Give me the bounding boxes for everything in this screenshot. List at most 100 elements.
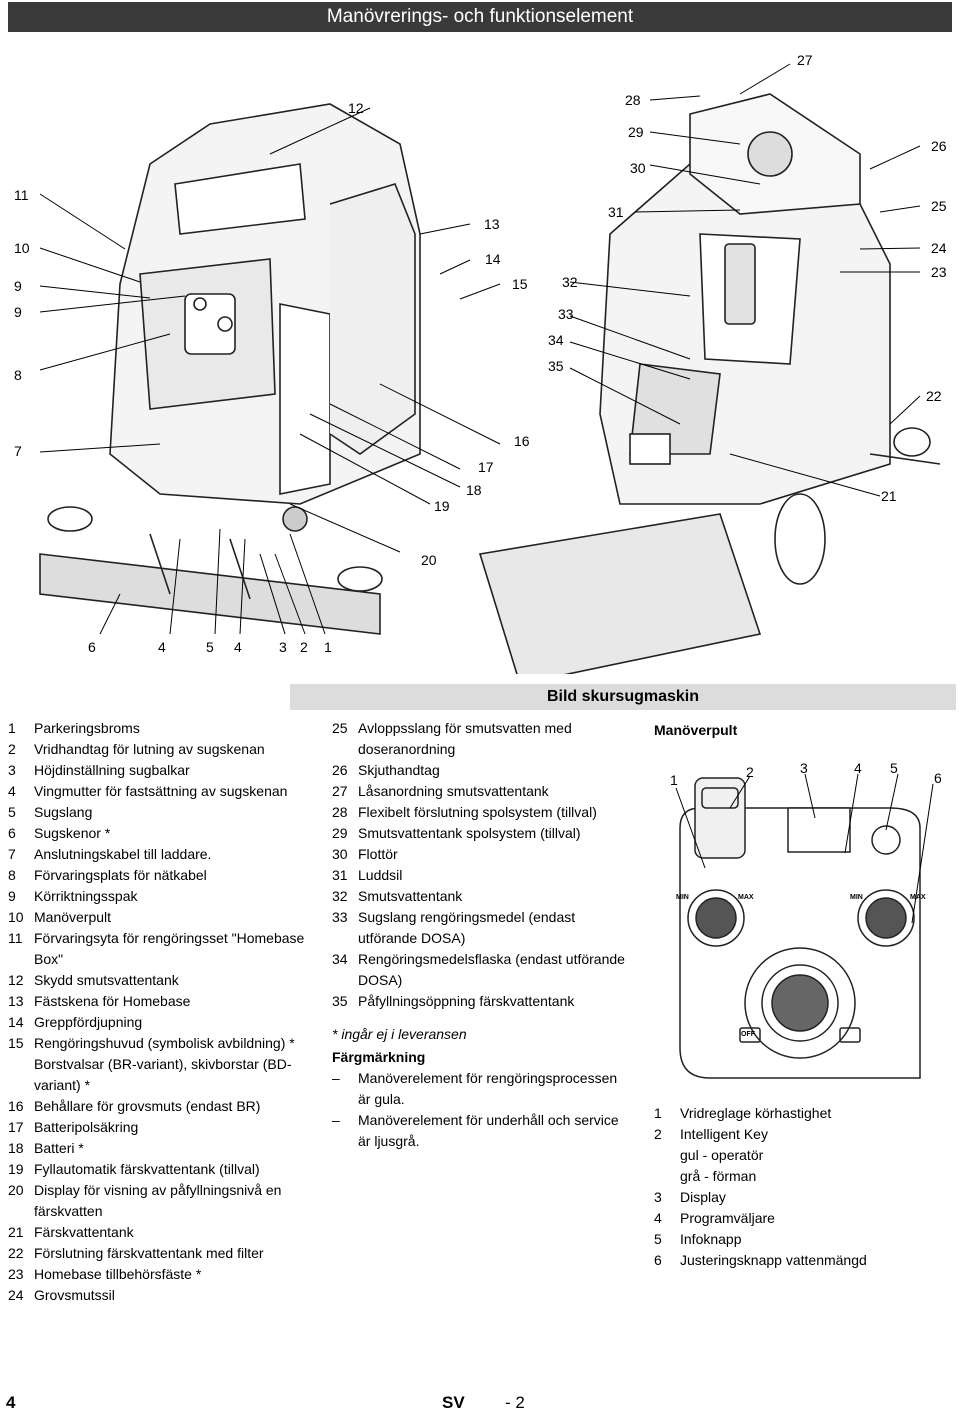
label-14: 14 <box>485 251 501 267</box>
legend-number: 34 <box>332 951 348 967</box>
label-29: 29 <box>628 124 644 140</box>
legend-text: Förvaringsyta för rengöringsset "Homebas… <box>34 930 305 967</box>
legend-number: 1 <box>654 1105 662 1121</box>
speed-max-label: MAX <box>738 894 754 901</box>
label-3: 3 <box>279 639 287 655</box>
legend-number <box>654 1145 680 1166</box>
legend-number: 12 <box>8 972 24 988</box>
label-2: 2 <box>300 639 308 655</box>
legend-number: – <box>332 1070 340 1086</box>
control-panel-drawing: 1 2 3 4 5 6 MIN MAX MIN MAX OFF <box>650 748 956 1098</box>
label-35: 35 <box>548 358 564 374</box>
legend-text: Låsanordning smutsvattentank <box>358 783 549 799</box>
legend-number: 32 <box>332 888 348 904</box>
panel-label-1: 1 <box>670 772 678 788</box>
legend-text: Manöverelement för underhåll och service… <box>358 1112 619 1149</box>
figure-caption: Bild skursugmaskin <box>290 684 956 710</box>
label-17: 17 <box>478 459 494 475</box>
legend-item: 18 Batteri * <box>8 1138 308 1159</box>
label-8: 8 <box>14 367 22 383</box>
legend-number: 33 <box>332 909 348 925</box>
water-min-label: MIN <box>850 894 863 901</box>
legend-number: 31 <box>332 867 348 883</box>
legend-text: Flexibelt förslutning spolsystem (tillva… <box>358 804 597 820</box>
label-31: 31 <box>608 204 624 220</box>
legend-item: 4 Vingmutter för fastsättning av sugskena… <box>8 781 308 802</box>
legend-item: grå - förman <box>654 1166 954 1187</box>
label-10: 10 <box>14 240 30 256</box>
legend-number: 3 <box>8 762 16 778</box>
label-12: 12 <box>348 100 364 116</box>
legend-item: gul - operatör <box>654 1145 954 1166</box>
page-number: 4 <box>6 1393 16 1412</box>
legend-text: Justeringsknapp vattenmängd <box>680 1252 867 1268</box>
label-6: 6 <box>88 639 96 655</box>
legend-text: Display för visning av påfyllningsnivå e… <box>34 1182 282 1219</box>
label-13: 13 <box>484 216 500 232</box>
speed-min-label: MIN <box>676 894 689 901</box>
legend-number: 19 <box>8 1161 24 1177</box>
legend-text: Batteri * <box>34 1140 84 1156</box>
panel-label-4: 4 <box>854 760 862 776</box>
legend-text: Skydd smutsvattentank <box>34 972 179 988</box>
label-5: 5 <box>206 639 214 655</box>
label-26: 26 <box>931 138 947 154</box>
legend-item: 1 Parkeringsbroms <box>8 718 308 739</box>
legend-text: Parkeringsbroms <box>34 720 140 736</box>
legend-number: 2 <box>654 1126 662 1142</box>
legend-text: Skjuthandtag <box>358 762 440 778</box>
machine-illustration: 27 12 28 29 30 26 11 31 25 13 10 24 14 2… <box>0 34 960 685</box>
legend-text: Homebase tillbehörsfäste * <box>34 1266 202 1282</box>
legend-number: 4 <box>8 783 16 799</box>
machine-drawing <box>39 63 941 685</box>
control-panel-svg <box>675 773 934 1079</box>
legend-item: –Manöverelement för underhåll och servic… <box>332 1110 632 1152</box>
legend-item: 23 Homebase tillbehörsfäste * <box>8 1264 308 1285</box>
legend-item: 12 Skydd smutsvattentank <box>8 970 308 991</box>
legend-number: 1 <box>8 720 16 736</box>
legend-text: Höjdinställning sugbalkar <box>34 762 190 778</box>
legend-text: Sugskenor * <box>34 825 111 841</box>
legend-text: Fyllautomatik färskvattentank (tillval) <box>34 1161 260 1177</box>
legend-number: 4 <box>654 1210 662 1226</box>
panel-label-6: 6 <box>934 770 942 786</box>
legend-text: Infoknapp <box>680 1231 742 1247</box>
legend-number: 18 <box>8 1140 24 1156</box>
legend-text: Avloppsslang för smutsvatten med doseran… <box>358 720 572 757</box>
legend-item: 11 Förvaringsyta för rengöringsset "Homeb… <box>8 928 308 970</box>
legend-text: gul - operatör <box>680 1147 764 1163</box>
label-20: 20 <box>421 552 437 568</box>
label-9a: 9 <box>14 278 22 294</box>
label-22: 22 <box>926 388 942 404</box>
legend-text: Manöverpult <box>34 909 112 925</box>
legend-number: 30 <box>332 846 348 862</box>
legend-text: Grovsmutssil <box>34 1287 115 1303</box>
label-4a: 4 <box>158 639 166 655</box>
page-suffix: - 2 <box>505 1393 525 1412</box>
legend-number: 11 <box>8 930 23 946</box>
legend-number: 16 <box>8 1098 24 1114</box>
label-11: 11 <box>14 187 29 203</box>
legend-text: Vingmutter för fastsättning av sugskenan <box>34 783 288 799</box>
legend-text: Display <box>680 1189 726 1205</box>
legend-text: Behållare för grovsmuts (endast BR) <box>34 1098 261 1114</box>
legend-number: 2 <box>8 741 16 757</box>
legend-number: 23 <box>8 1266 24 1282</box>
label-34: 34 <box>548 332 564 348</box>
